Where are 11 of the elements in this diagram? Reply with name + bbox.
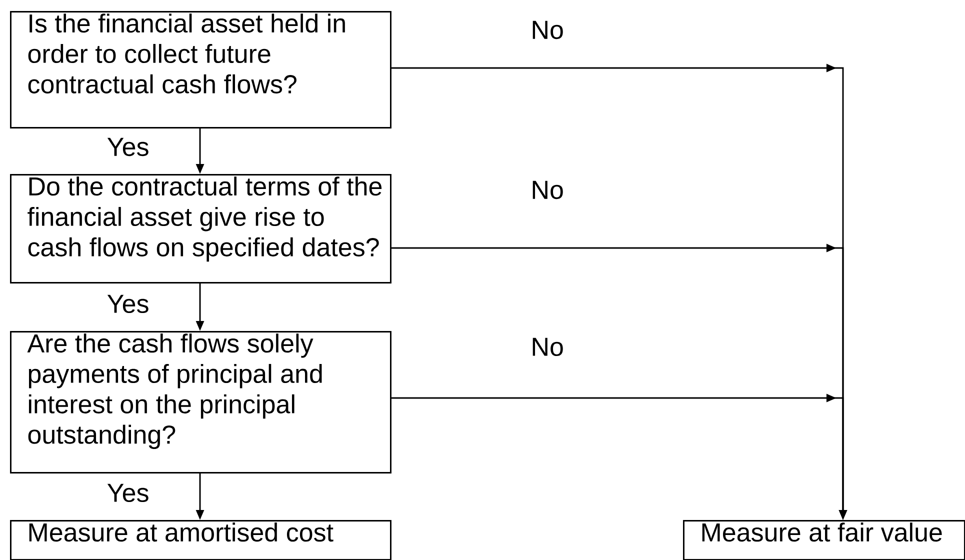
process-box: Is the financial asset held in order to collect future contractual cash flows? bbox=[10, 11, 392, 128]
edge-label: No bbox=[532, 20, 563, 40]
edge-label: Yes bbox=[107, 138, 148, 156]
edge-label: Yes bbox=[107, 294, 148, 314]
process-box: Measure at fair value bbox=[683, 520, 965, 560]
edge-label: No bbox=[532, 180, 563, 200]
edge-label: No bbox=[532, 338, 563, 356]
process-box: Are the cash flows solely payments of principal and interest on the principal outstanding? bbox=[10, 331, 392, 474]
edge-label: Yes bbox=[107, 484, 148, 502]
process-box: Measure at amortised cost bbox=[10, 520, 392, 560]
process-box: Do the contractual terms of the financial asset give rise to cash flows on specified dates? bbox=[10, 174, 392, 284]
